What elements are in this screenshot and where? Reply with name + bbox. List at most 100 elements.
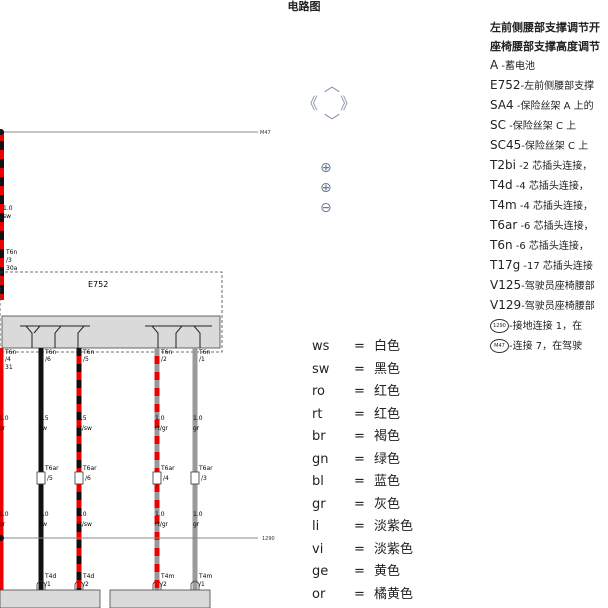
wire-size-label: 1.0 bbox=[193, 415, 203, 422]
top-wire-size: 1.0 bbox=[3, 205, 13, 212]
upper-pin-label: /4 bbox=[5, 356, 11, 363]
legend-abbr: bl bbox=[312, 474, 324, 489]
ground-1290-badge: 1290 bbox=[490, 319, 509, 333]
bottom-conn-label: T4d bbox=[44, 573, 56, 580]
parts-item: SA4 -保险丝架 A 上的 bbox=[490, 96, 608, 116]
bottom-pin-label: /2 bbox=[161, 581, 167, 588]
legend-eq: = bbox=[354, 361, 365, 377]
junction-dot bbox=[0, 129, 4, 135]
pan-up-button[interactable]: ︿ bbox=[324, 76, 341, 95]
e752-label: E752 bbox=[88, 280, 108, 289]
wire-size-label: 1.0 bbox=[0, 415, 9, 422]
legend-abbr: rt bbox=[312, 406, 323, 422]
legend-name: 淡紫色 bbox=[374, 519, 414, 534]
wiring-diagram: M47 1.0 sw T6n /3 30a E752 T6n/4311.0br1… bbox=[0, 129, 275, 608]
legend-row: sw = 黑色 bbox=[312, 359, 413, 382]
pan-left-button[interactable]: 《 bbox=[302, 94, 319, 113]
legend-name: 橘黄色 bbox=[374, 586, 414, 602]
upper-conn-label: T6n bbox=[160, 349, 172, 356]
legend-eq: = bbox=[354, 406, 365, 422]
t6n-top-extra: 30a bbox=[6, 265, 18, 272]
t6ar-pin-label: /6 bbox=[85, 475, 91, 482]
parts-item: T4d -4 芯插头连接， bbox=[490, 176, 608, 196]
parts-item-code: T6ar bbox=[490, 218, 518, 232]
legend-eq: = bbox=[354, 541, 365, 557]
parts-item: T17g -17 芯插头连接 bbox=[490, 256, 608, 276]
lower-size-label: 1.0 bbox=[77, 511, 87, 518]
pan-right-button[interactable]: 》 bbox=[340, 94, 357, 113]
zoom-in-button[interactable]: ⊕ bbox=[320, 180, 332, 196]
t6ar-pin-label: /3 bbox=[201, 475, 207, 482]
lower-color-label: sw bbox=[39, 521, 47, 528]
lower-size-label: 1.0 bbox=[155, 511, 165, 518]
e752-outline bbox=[0, 271, 223, 353]
bottom-connector bbox=[74, 580, 84, 590]
bottom-pin-label: /1 bbox=[199, 581, 205, 588]
parts-item-code: T6n bbox=[490, 238, 513, 252]
wire-color-label: br bbox=[0, 425, 6, 432]
upper-conn-label: T6n bbox=[4, 349, 16, 356]
parts-item-desc: -驾驶员座椅腰部 bbox=[521, 301, 595, 312]
t6ar-connector bbox=[74, 471, 84, 485]
parts-item: SC45-保险丝架 C 上 bbox=[490, 136, 608, 156]
upper-conn-label: T6n bbox=[82, 349, 94, 356]
bottom-conn-label: T4d bbox=[82, 573, 94, 580]
parts-item-code: SC45 bbox=[490, 138, 522, 152]
e752-switch-block bbox=[1, 315, 221, 349]
legend-row: vi=淡紫色 bbox=[312, 539, 413, 562]
legend-eq: = bbox=[354, 429, 365, 444]
lower-size-label: 1.0 bbox=[39, 511, 49, 518]
t6ar-pin-label: /5 bbox=[47, 475, 53, 482]
parts-item: T4m -4 芯插头连接， bbox=[490, 196, 608, 216]
legend-row: or=橘黄色 bbox=[312, 584, 413, 607]
parts-item: V129-驾驶员座椅腰部 bbox=[490, 296, 608, 316]
parts-item-desc: -17 芯插头连接 bbox=[520, 261, 593, 272]
wire-color-label: sw bbox=[39, 425, 47, 432]
parts-item-desc: -2 芯插头连接， bbox=[515, 161, 593, 172]
parts-item-code: T2bi bbox=[490, 158, 516, 172]
legend-abbr: sw bbox=[312, 361, 330, 377]
wire-color-label: gr bbox=[193, 425, 200, 432]
legend-abbr: li bbox=[312, 519, 320, 534]
upper-pin-label: /6 bbox=[45, 356, 51, 363]
t6ar-connector bbox=[190, 471, 200, 485]
lower-color-label: rt/gr bbox=[155, 521, 169, 528]
parts-item: A -蓄电池 bbox=[490, 56, 608, 76]
lower-color-label: gr bbox=[193, 521, 200, 528]
zoom-out-button[interactable]: ⊖ bbox=[320, 200, 332, 216]
switch-group-right bbox=[145, 325, 212, 348]
ground-1290-entry: 1290-接地连接 1，在 bbox=[490, 316, 608, 336]
parts-item-code: T4m bbox=[490, 198, 517, 212]
legend-name: 灰色 bbox=[374, 496, 401, 512]
pan-controls: ︿ 《 》 ﹀ bbox=[300, 78, 364, 138]
legend-eq: = bbox=[354, 474, 365, 489]
t6n-top-pin: /3 bbox=[6, 257, 12, 264]
parts-item-code: A bbox=[490, 58, 499, 72]
t6ar-conn-label: T6ar bbox=[198, 465, 213, 472]
lower-size-label: 1.0 bbox=[193, 511, 203, 518]
legend-name: 黑色 bbox=[374, 361, 401, 377]
wire-color-label: rt/sw bbox=[77, 425, 92, 432]
parts-item-desc: -保险丝架 A 上的 bbox=[513, 101, 594, 112]
t6ar-conn-label: T6ar bbox=[44, 465, 59, 472]
upper-conn-label: T6n bbox=[198, 349, 210, 356]
zoom-fit-button[interactable]: ⊕ bbox=[320, 160, 332, 176]
legend-abbr: ge bbox=[312, 564, 329, 579]
parts-item: SC -保险丝架 C 上 bbox=[490, 116, 608, 136]
pan-down-button[interactable]: ﹀ bbox=[324, 112, 341, 131]
legend-row: li=淡紫色 bbox=[312, 516, 413, 539]
parts-item-code: V125 bbox=[490, 278, 522, 292]
legend-row: bl=蓝色 bbox=[312, 471, 413, 494]
parts-heading-1: 左前侧腰部支撑调节开 bbox=[490, 21, 600, 34]
t6ar-connector bbox=[152, 471, 162, 485]
legend-row: ge=黄色 bbox=[312, 561, 413, 584]
parts-item-code: SC bbox=[490, 118, 506, 132]
legend-eq: = bbox=[354, 339, 365, 354]
lower-color-label: rt/sw bbox=[77, 521, 92, 528]
legend-abbr: gr bbox=[312, 496, 326, 512]
ground-1290-label: 1290 bbox=[262, 536, 275, 542]
wire-size-label: 1.0 bbox=[155, 415, 165, 422]
bottom-connector bbox=[190, 580, 200, 590]
